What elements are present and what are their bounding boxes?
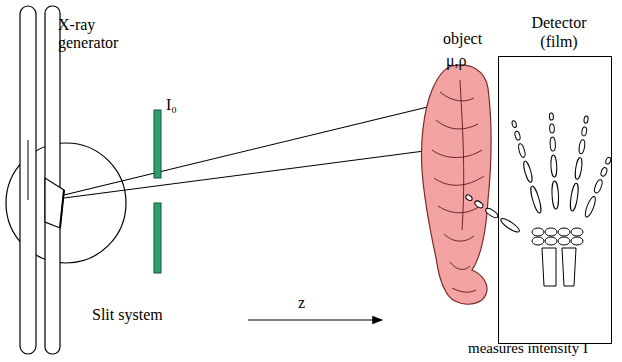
label: I₀ <box>166 96 196 114</box>
label: X-ray generator <box>58 16 128 53</box>
z-axis-arrow <box>248 319 382 320</box>
x-ray-tube <box>6 6 126 354</box>
hand-skeleton <box>465 113 612 286</box>
label: object <box>443 30 503 48</box>
node-heading: Detector (film) <box>519 13 599 51</box>
label: z <box>298 294 318 312</box>
hand-object <box>421 65 491 304</box>
label: μ,ρ <box>446 52 486 70</box>
label: Slit system <box>92 306 202 324</box>
label: measures intensity I <box>468 340 620 357</box>
detector-film: Detector (film) <box>498 56 612 344</box>
slit-system <box>154 110 161 273</box>
x-ray-beam <box>64 104 440 198</box>
